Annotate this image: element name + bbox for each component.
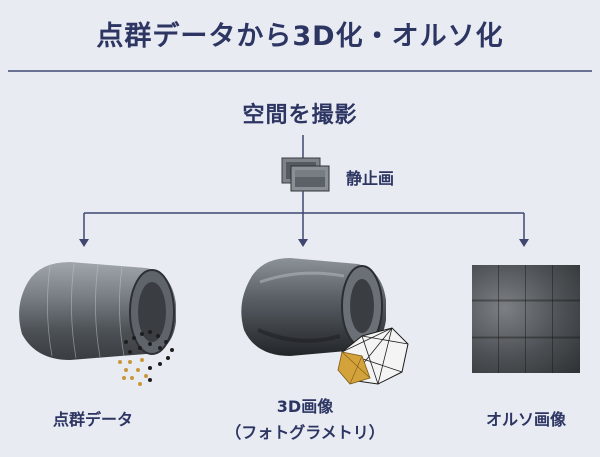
capture-space-label: 空間を撮影 (242, 103, 358, 128)
title-divider (8, 70, 592, 72)
photogrammetry-mesh (337, 327, 409, 385)
photogrammetry-tunnel-image (241, 258, 386, 356)
still-image-label: 静止画 (346, 169, 395, 188)
arrowhead-3d (298, 239, 308, 247)
photogrammetry-caption: 3D画像 （フォトグラメトリ） (200, 394, 410, 446)
arrowhead-point-cloud (79, 239, 89, 247)
diagram-title: 点群データから3D化・オルソ化 (96, 21, 504, 52)
photo-stack-icon (281, 157, 330, 192)
arrowhead-ortho (519, 239, 529, 247)
point-cloud-tunnel-image (19, 262, 176, 360)
point-cloud-label: 点群データ (52, 410, 133, 429)
orthophoto-label: オルソ画像 (485, 410, 566, 429)
photogrammetry-label: 3D画像 (276, 397, 334, 416)
orthophoto-image (472, 265, 580, 373)
photogrammetry-sublabel: （フォトグラメトリ） (225, 423, 385, 442)
point-cloud-dots (118, 330, 174, 386)
point-cloud-caption: 点群データ (28, 406, 158, 430)
orthophoto-caption: オルソ画像 (456, 406, 596, 430)
